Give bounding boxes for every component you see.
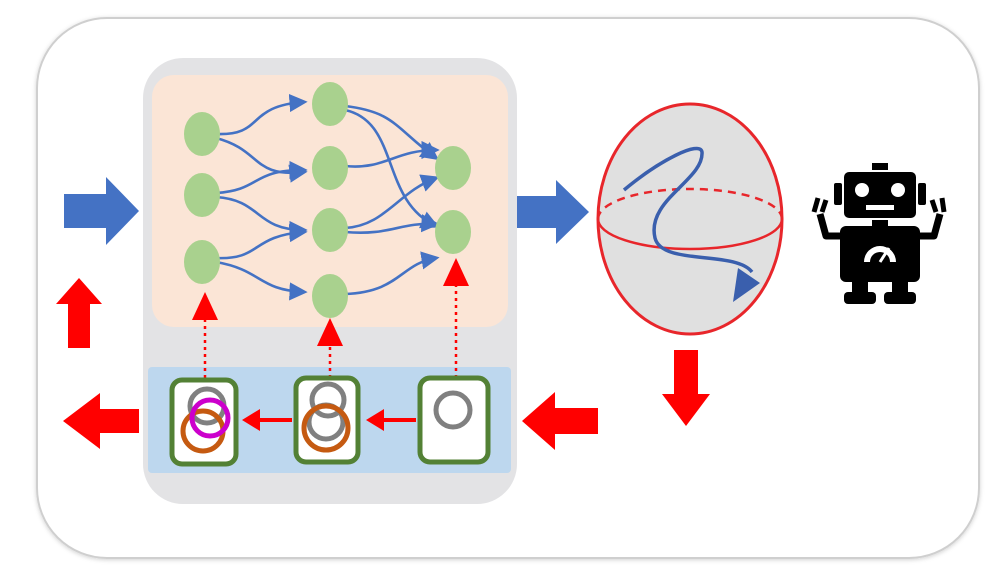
ring-orange xyxy=(301,403,351,453)
sphere-equator-front xyxy=(596,218,784,251)
network-nodes xyxy=(184,82,471,318)
robot-gauge-needle xyxy=(878,247,891,263)
edge xyxy=(344,214,440,234)
robot-ear-right xyxy=(918,183,926,205)
edge xyxy=(344,140,440,168)
edge xyxy=(215,93,308,136)
memory-link-head xyxy=(443,258,469,286)
output-node xyxy=(435,210,471,254)
edge xyxy=(344,108,440,229)
network-edges xyxy=(215,93,440,301)
edge xyxy=(215,160,308,195)
output-arrow xyxy=(517,180,589,244)
memory-link-heads xyxy=(192,258,469,346)
robot-ear-left xyxy=(834,183,842,205)
hidden-node xyxy=(312,82,348,126)
robot-eye-right xyxy=(891,183,905,197)
robot-hand-left xyxy=(811,197,829,213)
robot-eye-left xyxy=(855,183,869,197)
feedback-arrow-in xyxy=(522,392,598,450)
edge xyxy=(344,174,440,230)
robot-neck xyxy=(872,220,888,226)
memory-flow-head xyxy=(242,409,260,431)
robot-leg-right xyxy=(892,282,908,294)
output-node xyxy=(435,146,471,190)
feedback-arrow-out xyxy=(63,393,139,449)
robot-antenna xyxy=(872,163,888,170)
sphere-equator-back xyxy=(596,187,784,220)
edge xyxy=(215,136,308,183)
sphere-body xyxy=(596,102,784,336)
robot-icon xyxy=(811,163,947,304)
manifold-sphere-icon xyxy=(596,102,784,336)
memory-flow xyxy=(242,409,416,431)
sphere-trajectory-head xyxy=(733,268,760,302)
hidden-node xyxy=(312,146,348,190)
edge xyxy=(344,251,440,296)
sphere-trajectory xyxy=(622,146,754,274)
robot-head xyxy=(844,172,916,218)
robot-arm-left xyxy=(816,213,840,240)
robot-body xyxy=(840,226,920,282)
robot-mouth xyxy=(866,205,894,210)
ring-gray xyxy=(433,390,473,430)
memory-rings xyxy=(180,381,473,454)
memory-flow-head xyxy=(366,409,384,431)
edge xyxy=(215,260,308,301)
input-node xyxy=(184,173,220,217)
sphere-down-arrow xyxy=(662,350,710,426)
robot-foot-left xyxy=(844,292,876,304)
feedback-arrow-up xyxy=(56,278,102,348)
robot-arm-right xyxy=(920,213,944,240)
robot-foot-right xyxy=(884,292,916,304)
edge xyxy=(215,224,308,260)
input-node xyxy=(184,112,220,156)
input-arrow xyxy=(64,177,139,245)
hidden-node xyxy=(312,274,348,318)
memory-links xyxy=(203,286,458,378)
hidden-node xyxy=(312,208,348,252)
ring-magenta xyxy=(189,397,231,439)
robot-leg-left xyxy=(852,282,868,294)
memory-link-head xyxy=(192,292,218,320)
robot-hand-right xyxy=(929,197,947,213)
input-node xyxy=(184,240,220,284)
ring-gray xyxy=(309,381,347,419)
memory-link-head xyxy=(317,318,343,346)
